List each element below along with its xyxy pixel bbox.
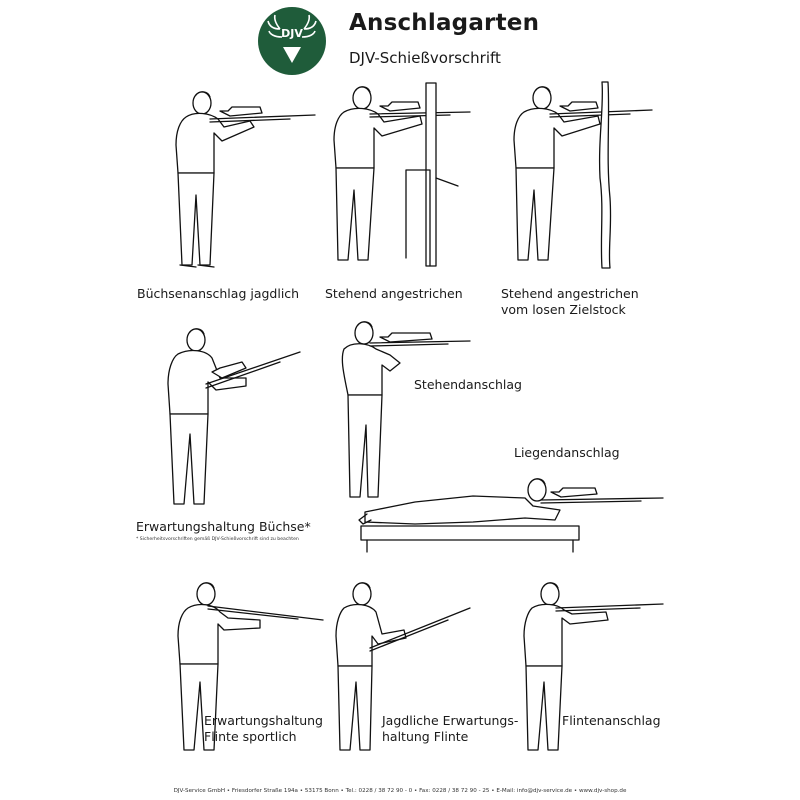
figure-liegendanschlag (358, 478, 664, 553)
figure-flintenanschlag (523, 582, 664, 751)
label-flinte-sportlich-2: Flinte sportlich (204, 729, 297, 744)
figure-stehendanschlag (341, 321, 471, 498)
page-subtitle: DJV-Schießvorschrift (349, 49, 501, 67)
label-zielstock-2: vom losen Zielstock (501, 302, 626, 317)
djv-logo: DJV (258, 7, 326, 75)
figure-erwartung-buechse (167, 328, 301, 505)
label-stehendanschlag: Stehendanschlag (414, 377, 522, 392)
logo-text: DJV (281, 27, 303, 40)
label-stehend-angestrichen: Stehend angestrichen (325, 286, 463, 301)
figure-flinte-sportlich (177, 582, 324, 751)
figure-jagdlich-flinte (335, 582, 471, 751)
label-flintenanschlag: Flintenanschlag (562, 713, 661, 728)
label-zielstock-1: Stehend angestrichen (501, 286, 639, 301)
label-liegendanschlag: Liegendanschlag (514, 445, 620, 460)
label-erwartung-buechse: Erwartungshaltung Büchse* (136, 519, 311, 534)
figure-buechsenanschlag (175, 91, 316, 268)
figure-stehend-angestrichen (333, 82, 471, 267)
label-flinte-sportlich-1: Erwartungshaltung (204, 713, 323, 728)
footer: DJV-Service GmbH • Friesdorfer Straße 19… (173, 788, 627, 794)
label-buechsenanschlag: Büchsenanschlag jagdlich (137, 286, 300, 301)
note-sicherheit: * Sicherheitsvorschriften gemäß DJV-Schi… (136, 537, 299, 542)
page-title: Anschlagarten (349, 10, 540, 36)
figure-zielstock (513, 81, 653, 269)
label-jagdlich-1: Jagdliche Erwartungs- (382, 713, 519, 728)
label-jagdlich-2: haltung Flinte (382, 729, 469, 744)
